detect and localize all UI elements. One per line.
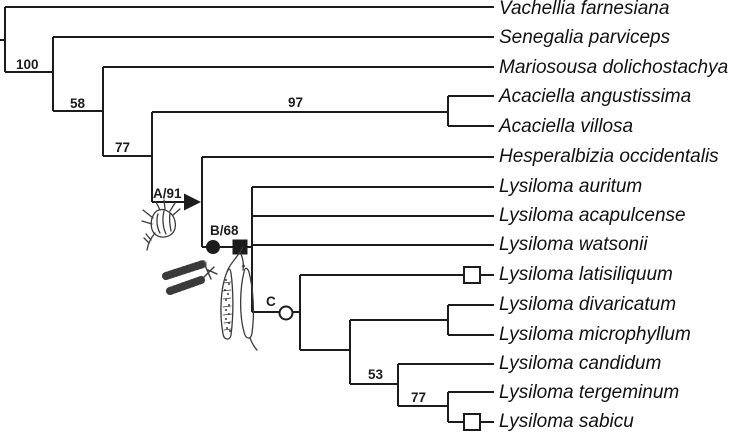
taxon-label-lysiloma-auritum: Lysiloma auritum [499, 176, 643, 197]
clade-a-branch [152, 157, 203, 247]
pod-seed-dots [224, 279, 231, 332]
taxon-label-lysiloma-divaricatum: Lysiloma divaricatum [499, 294, 677, 315]
node-97-branch [152, 96, 449, 126]
support-label-node-58: 58 [70, 96, 86, 111]
taxon-label-lysiloma-acapulcense: Lysiloma acapulcense [499, 205, 686, 226]
seed-pods-sketch-illustration [220, 246, 258, 351]
clade-b-filled-square-marker [232, 239, 248, 255]
support-label-node-77-upper: 77 [115, 140, 131, 155]
root-branch [0, 7, 6, 72]
latisiliquum-open-square-marker [463, 266, 481, 284]
taxon-label-vachellia-farnesiana: Vachellia farnesiana [499, 0, 670, 19]
support-label-clade-c: C [266, 294, 276, 309]
inner-node-branch [300, 320, 351, 384]
support-label-node-53: 53 [368, 367, 384, 382]
sabicu-open-square-marker [463, 413, 481, 431]
support-label-node-100: 100 [16, 57, 39, 72]
taxon-label-acaciella-angustissima: Acaciella angustissima [499, 86, 692, 107]
tree-branches [0, 6, 494, 423]
support-label-node-97: 97 [288, 95, 304, 110]
taxon-label-mariosousa-dolichostachya: Mariosousa dolichostachya [499, 57, 729, 78]
node-markers [184, 193, 481, 431]
flower-spikes-sketch-illustration [162, 260, 218, 295]
node-58-branch [53, 67, 104, 156]
clade-b-filled-circle-marker [206, 240, 220, 254]
clade-c-open-circle-marker [278, 305, 294, 321]
node-77-upper-branch [103, 112, 153, 202]
flower-head-sketch-illustration [141, 199, 181, 251]
taxon-label-hesperalbizia-occidentalis: Hesperalbizia occidentalis [499, 146, 719, 167]
taxon-label-lysiloma-candidum: Lysiloma candidum [499, 353, 662, 374]
node-53-branch [350, 364, 399, 406]
taxon-label-lysiloma-tergeminum: Lysiloma tergeminum [499, 382, 680, 403]
support-label-clade-b: B/68 [210, 223, 239, 238]
node-100-branch [5, 37, 54, 111]
support-label-node-77-lower: 77 [411, 390, 427, 405]
taxon-label-lysiloma-watsonii: Lysiloma watsonii [499, 234, 648, 255]
support-label-clade-a: A/91 [153, 186, 182, 201]
clade-a-filled-triangle-marker [184, 193, 201, 211]
taxon-label-lysiloma-latisiliquum: Lysiloma latisiliquum [499, 264, 673, 285]
taxon-label-lysiloma-microphyllum: Lysiloma microphyllum [499, 324, 691, 345]
taxon-label-lysiloma-sabicu: Lysiloma sabicu [499, 411, 634, 432]
taxon-label-senegalia-parviceps: Senegalia parviceps [499, 27, 671, 48]
divaricatum-microphyllum-branch [350, 305, 449, 335]
taxon-label-acaciella-villosa: Acaciella villosa [499, 116, 634, 137]
node-77-lower-branch [398, 392, 449, 422]
